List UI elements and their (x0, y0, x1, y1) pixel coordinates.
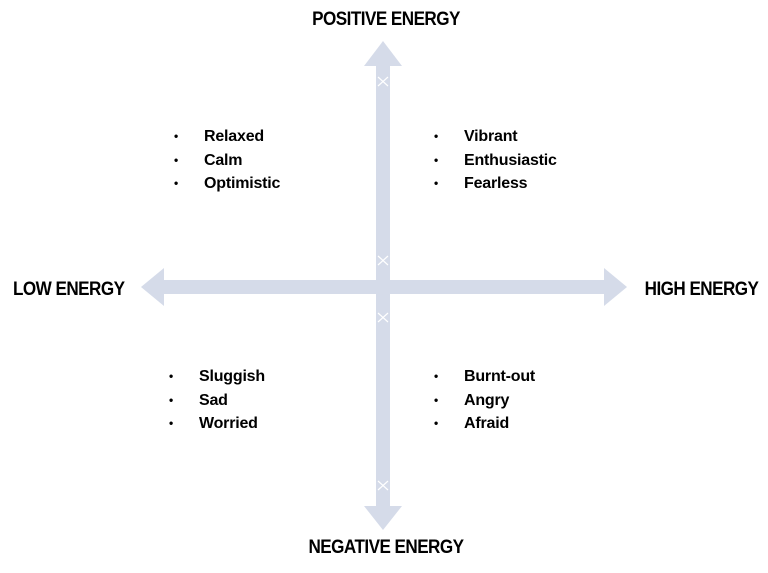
list-item: • Angry (434, 389, 535, 413)
vertical-shaft (376, 64, 390, 508)
list-item: • Calm (174, 149, 280, 173)
list-item-label: Sluggish (199, 368, 265, 385)
list-item: • Worried (169, 412, 265, 436)
list-item-label: Vibrant (464, 128, 518, 145)
list-item-label: Relaxed (204, 128, 264, 145)
quadrant-top-right-list: • Vibrant • Enthusiastic • Fearless (434, 125, 557, 196)
vertical-axis-arrow (364, 41, 402, 530)
list-item-label: Burnt-out (464, 368, 536, 385)
bullet-icon: • (169, 392, 174, 407)
bullet-icon: • (434, 392, 439, 407)
left-arrowhead (141, 268, 164, 306)
list-item-label: Worried (199, 415, 258, 432)
list-item-label: Sad (199, 391, 228, 409)
list-item-label: Angry (464, 391, 510, 409)
list-item: • Burnt-out (434, 365, 536, 389)
axis-label-positive-energy: POSITIVE ENERGY (312, 9, 460, 30)
bullet-icon: • (169, 369, 174, 383)
bullet-icon: • (434, 416, 439, 430)
bullet-icon: • (434, 129, 439, 143)
quadrant-top-left-list: • Relaxed • Calm • Optimistic (174, 125, 281, 196)
bullet-icon: • (434, 369, 439, 383)
list-item-label: Calm (204, 151, 243, 169)
list-item: • Afraid (434, 412, 535, 436)
down-arrowhead (364, 506, 402, 530)
list-item-label: Afraid (464, 415, 510, 432)
list-item-label: Optimistic (204, 175, 281, 192)
bullet-icon: • (174, 152, 179, 167)
list-item: • Optimistic (174, 172, 281, 196)
list-item: • Sluggish (169, 365, 265, 389)
list-item: • Relaxed (174, 125, 280, 149)
list-item-label: Enthusiastic (464, 151, 557, 169)
list-item-label: Fearless (464, 175, 528, 192)
right-arrowhead (604, 268, 627, 306)
list-item: • Vibrant (434, 125, 557, 149)
axis-label-low-energy: LOW ENERGY (13, 279, 125, 300)
axis-label-negative-energy: NEGATIVE ENERGY (308, 537, 464, 558)
shaft-cross-marks (377, 76, 389, 491)
list-item: • Fearless (434, 172, 557, 196)
bullet-icon: • (434, 152, 439, 167)
quadrant-bottom-right-list: • Burnt-out • Angry • Afraid (434, 365, 536, 436)
bullet-icon: • (169, 416, 174, 430)
bullet-icon: • (174, 129, 179, 143)
quadrant-bottom-left-list: • Sluggish • Sad • Worried (169, 365, 265, 436)
axis-label-high-energy: HIGH ENERGY (644, 279, 758, 300)
list-item: • Enthusiastic (434, 149, 557, 173)
bullet-icon: • (174, 176, 179, 190)
bullet-icon: • (434, 176, 439, 190)
list-item: • Sad (169, 389, 265, 413)
up-arrowhead (364, 41, 402, 66)
